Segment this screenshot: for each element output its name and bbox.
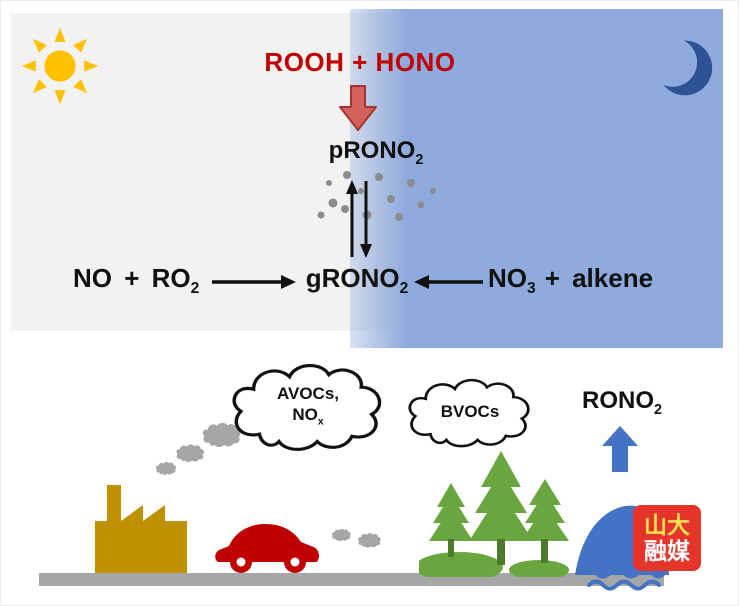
bvocs-cloud-label: BVOCs (440, 402, 500, 422)
equation-right: NO3+ alkene (488, 263, 654, 298)
aerosol-particles-icon (317, 171, 436, 221)
shanda-media-logo: 山大 融媒 (633, 505, 701, 571)
exhaust-puffs-icon (331, 528, 381, 548)
left-arrow-icon (414, 275, 483, 289)
pine-trees-icon (419, 451, 569, 577)
rooh-hono-label: ROOH + HONO (264, 47, 456, 77)
logo-line1: 山大 (644, 511, 690, 538)
up-block-arrow-icon (602, 426, 638, 472)
grono2-label: gRONO2 (305, 263, 409, 298)
rono2-label: RONO2 (581, 387, 662, 418)
logo-line2: 融媒 (644, 538, 690, 564)
wheel-hub (236, 557, 246, 567)
water-waves-icon (580, 567, 666, 591)
car-icon (215, 524, 319, 573)
right-arrow-icon (212, 275, 296, 289)
avocs-cloud-label: AVOCs, NOx (276, 383, 340, 428)
bvocs-cloud: BVOCs (404, 375, 536, 449)
sun-icon (21, 27, 99, 105)
moon-icon (649, 37, 713, 96)
road-bar (39, 573, 664, 586)
prono2-label: pRONO2 (328, 137, 424, 168)
down-block-arrow-icon (339, 85, 377, 131)
equation-left: NO + RO2 (73, 263, 200, 298)
factory-icon (95, 485, 187, 573)
avocs-cloud: AVOCs, NOx (227, 359, 389, 453)
wheel-hub (290, 557, 300, 567)
equilibrium-arrows-icon (346, 180, 372, 258)
